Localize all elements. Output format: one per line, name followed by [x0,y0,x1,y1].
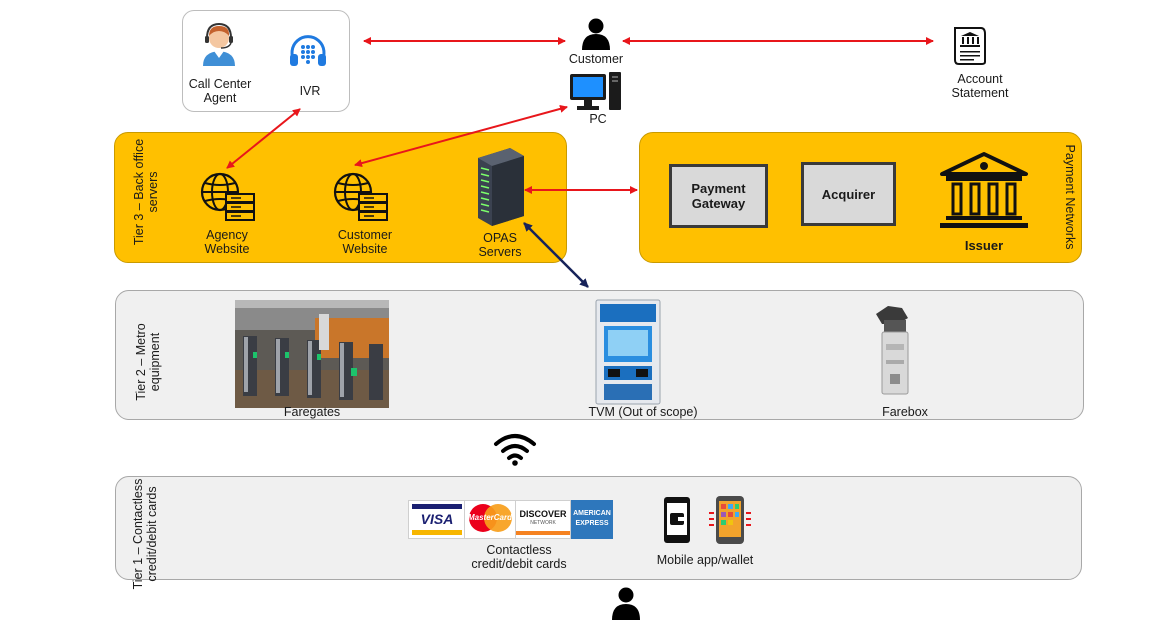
bank-building-icon [940,152,1028,228]
issuer-label: Issuer [964,238,1004,253]
person-icon [612,587,640,620]
mobile-wallet-label: Mobile app/wallet [656,553,754,567]
tier2-label: Tier 2 – Metro equipment [134,323,162,401]
farebox-image [876,306,909,395]
account-statement-label: Account Statement [951,72,1009,100]
person-icon [582,18,610,50]
tier1-label: Tier 1 – Contactless credit/debit cards [131,478,159,590]
acquirer-label: Acquirer [821,186,876,202]
server-rack-icon [478,148,524,226]
payment-networks-label: Payment Networks [1063,144,1077,250]
payment-gateway-label: Payment Gateway [691,181,746,211]
customer-label: Customer [568,52,624,66]
tier3-label: Tier 3 – Back office servers [132,138,160,246]
desktop-computer-icon [570,72,621,110]
call-center-agent-label: Call Center Agent [188,77,252,105]
phone-keypad-icon [290,35,326,66]
visa-card-logo: VISA [408,500,466,539]
acquirer-box: Acquirer [801,162,896,226]
ivr-label: IVR [299,84,321,98]
globe-server-icon [333,172,388,221]
farebox-label: Farebox [882,405,928,419]
agency-website-label: Agency Website [204,228,250,256]
discover-card-logo: DISCOVER NETWORK [515,500,571,539]
arrow-ivr-agency-website [226,108,301,169]
pc-label: PC [589,112,607,126]
smartphone-apps-icon [709,496,751,544]
arrow-opas-tvm [523,222,589,288]
customer-website-label: Customer Website [337,228,393,256]
tvm-label: TVM (Out of scope) [588,405,698,419]
amex-card-logo: AMERICAN EXPRESS [571,500,613,539]
contactless-wifi-icon [494,434,536,466]
payment-gateway-box: Payment Gateway [669,164,768,228]
ticket-vending-machine-image [595,299,661,405]
mobile-wallet-icon [664,497,690,543]
faregates-photo [235,300,389,408]
globe-server-icon [200,172,255,221]
opas-servers-label: OPAS Servers [478,231,522,259]
contactless-cards-label: Contactless credit/debit cards [471,543,567,571]
headset-agent-icon [203,22,235,66]
arrow-pc-customer-website [354,104,568,168]
bank-statement-icon [954,27,986,65]
faregates-label: Faregates [283,405,341,419]
mastercard-logo: MasterCard [464,500,516,539]
